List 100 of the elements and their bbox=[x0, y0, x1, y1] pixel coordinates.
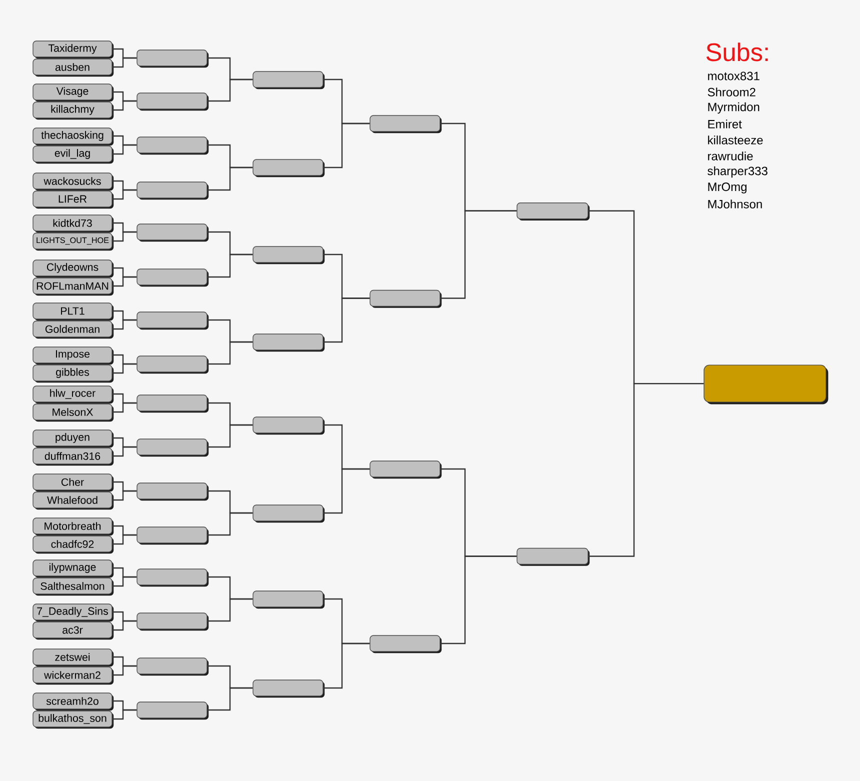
bracket-slot bbox=[136, 50, 209, 68]
bracket-slot bbox=[370, 460, 442, 479]
bracket-slot bbox=[370, 115, 442, 134]
bracket-slot bbox=[370, 290, 442, 308]
connector-line bbox=[112, 446, 137, 457]
player-box: Visage bbox=[32, 84, 114, 102]
bracket-slot bbox=[252, 504, 325, 523]
player-box: killachmy bbox=[32, 102, 114, 120]
connector-line bbox=[588, 382, 704, 557]
connector-line bbox=[112, 144, 137, 155]
player-box: LIGHTS_OUT_HOE bbox=[32, 232, 114, 251]
player-box: Cher bbox=[32, 474, 114, 492]
bracket-slot bbox=[136, 312, 209, 330]
bracket-slot bbox=[252, 246, 325, 264]
bracket-slot bbox=[370, 635, 442, 654]
list-heading: Subs: bbox=[706, 42, 768, 62]
connector-line bbox=[112, 276, 137, 287]
player-box: Goldenman bbox=[32, 320, 114, 339]
connector-line bbox=[112, 490, 137, 501]
sub-name: killasteeze bbox=[708, 136, 763, 144]
connector-line bbox=[112, 57, 137, 68]
bracket-slot bbox=[252, 590, 325, 609]
bracket-slot bbox=[252, 680, 325, 698]
player-box: Salthesalmon bbox=[32, 578, 114, 596]
player-box: evil_lag bbox=[32, 146, 114, 164]
bracket-slot bbox=[136, 136, 209, 155]
bracket-slot bbox=[136, 92, 209, 111]
sub-name: sharper333 bbox=[708, 166, 768, 178]
bracket-slot bbox=[136, 612, 209, 631]
sub-name: MrOmg bbox=[708, 182, 746, 194]
bracket-slot bbox=[516, 202, 590, 220]
player-box: ilypwnage bbox=[32, 560, 114, 578]
sub-name: MJohnson bbox=[708, 200, 762, 208]
connector-line bbox=[112, 402, 137, 413]
player-box: hlw_rocer bbox=[32, 386, 114, 404]
connector-line bbox=[112, 231, 137, 242]
connector-line bbox=[112, 189, 137, 200]
connector-line bbox=[207, 78, 253, 102]
bracket-slot bbox=[252, 159, 325, 178]
bracket-slot bbox=[516, 548, 590, 566]
player-box: ROFLmanMAN bbox=[32, 278, 114, 296]
player-box: ausben bbox=[32, 58, 114, 77]
player-box: wackosucks bbox=[32, 172, 114, 191]
player-box: MelsonX bbox=[32, 404, 114, 422]
bracket-slot bbox=[136, 526, 209, 545]
connector-line bbox=[207, 341, 253, 365]
sub-name: motox831 bbox=[708, 72, 760, 80]
connector-line bbox=[112, 100, 137, 111]
player-box: Clydeowns bbox=[32, 260, 114, 278]
player-box: screamh2o bbox=[32, 692, 114, 711]
player-box: Taxidermy bbox=[32, 40, 114, 59]
connector-line bbox=[112, 319, 137, 330]
player-box: kidtkd73 bbox=[32, 214, 114, 233]
bracket-slot bbox=[136, 268, 209, 287]
connector-line bbox=[323, 298, 370, 343]
winner-box bbox=[704, 364, 828, 404]
player-box: LIFeR bbox=[32, 190, 114, 209]
connector-line bbox=[207, 166, 253, 191]
connector-line bbox=[112, 709, 137, 720]
sub-name: Emiret bbox=[708, 120, 742, 128]
bracket-slot bbox=[136, 394, 209, 413]
connector-line bbox=[207, 254, 253, 278]
sub-name: Shroom2 bbox=[708, 88, 756, 96]
connector-line bbox=[323, 122, 370, 168]
bracket-slot bbox=[252, 71, 325, 90]
bracket-slot bbox=[252, 334, 325, 352]
player-box: Motorbreath bbox=[32, 518, 114, 536]
player-box: gibbles bbox=[32, 364, 114, 383]
sub-name: rawrudie bbox=[708, 152, 753, 160]
connector-line bbox=[440, 210, 517, 299]
connector-line bbox=[440, 556, 517, 644]
bracket-slot bbox=[136, 182, 209, 200]
connector-line bbox=[323, 468, 370, 514]
connector-line bbox=[207, 598, 253, 622]
player-box: wickerman2 bbox=[32, 666, 114, 685]
connector-line bbox=[207, 424, 253, 448]
bracket-slot bbox=[136, 658, 209, 676]
player-box: thechaosking bbox=[32, 128, 114, 146]
bracket-slot bbox=[136, 702, 209, 720]
bracket-slot bbox=[136, 224, 209, 242]
connector-line bbox=[112, 534, 137, 545]
connector-line bbox=[323, 642, 370, 689]
player-box: chadfc92 bbox=[32, 536, 114, 554]
connector-line bbox=[112, 576, 137, 587]
player-box: zetswei bbox=[32, 648, 114, 667]
player-box: ac3r bbox=[32, 622, 114, 640]
bracket-slot bbox=[136, 568, 209, 587]
player-box: 7_Deadly_Sins bbox=[32, 604, 114, 622]
connector-line bbox=[112, 665, 137, 676]
bracket-slot bbox=[136, 438, 209, 457]
connector-line bbox=[207, 512, 253, 536]
sub-name: Myrmidon bbox=[708, 102, 760, 114]
connector-line bbox=[207, 687, 253, 711]
connector-line bbox=[112, 363, 137, 374]
bracket-slot bbox=[252, 416, 325, 435]
bracket-slot bbox=[136, 356, 209, 374]
bracket-slot bbox=[136, 482, 209, 501]
player-box: bulkathos_son bbox=[32, 710, 114, 729]
player-box: Impose bbox=[32, 346, 114, 365]
connector-line bbox=[112, 620, 137, 631]
